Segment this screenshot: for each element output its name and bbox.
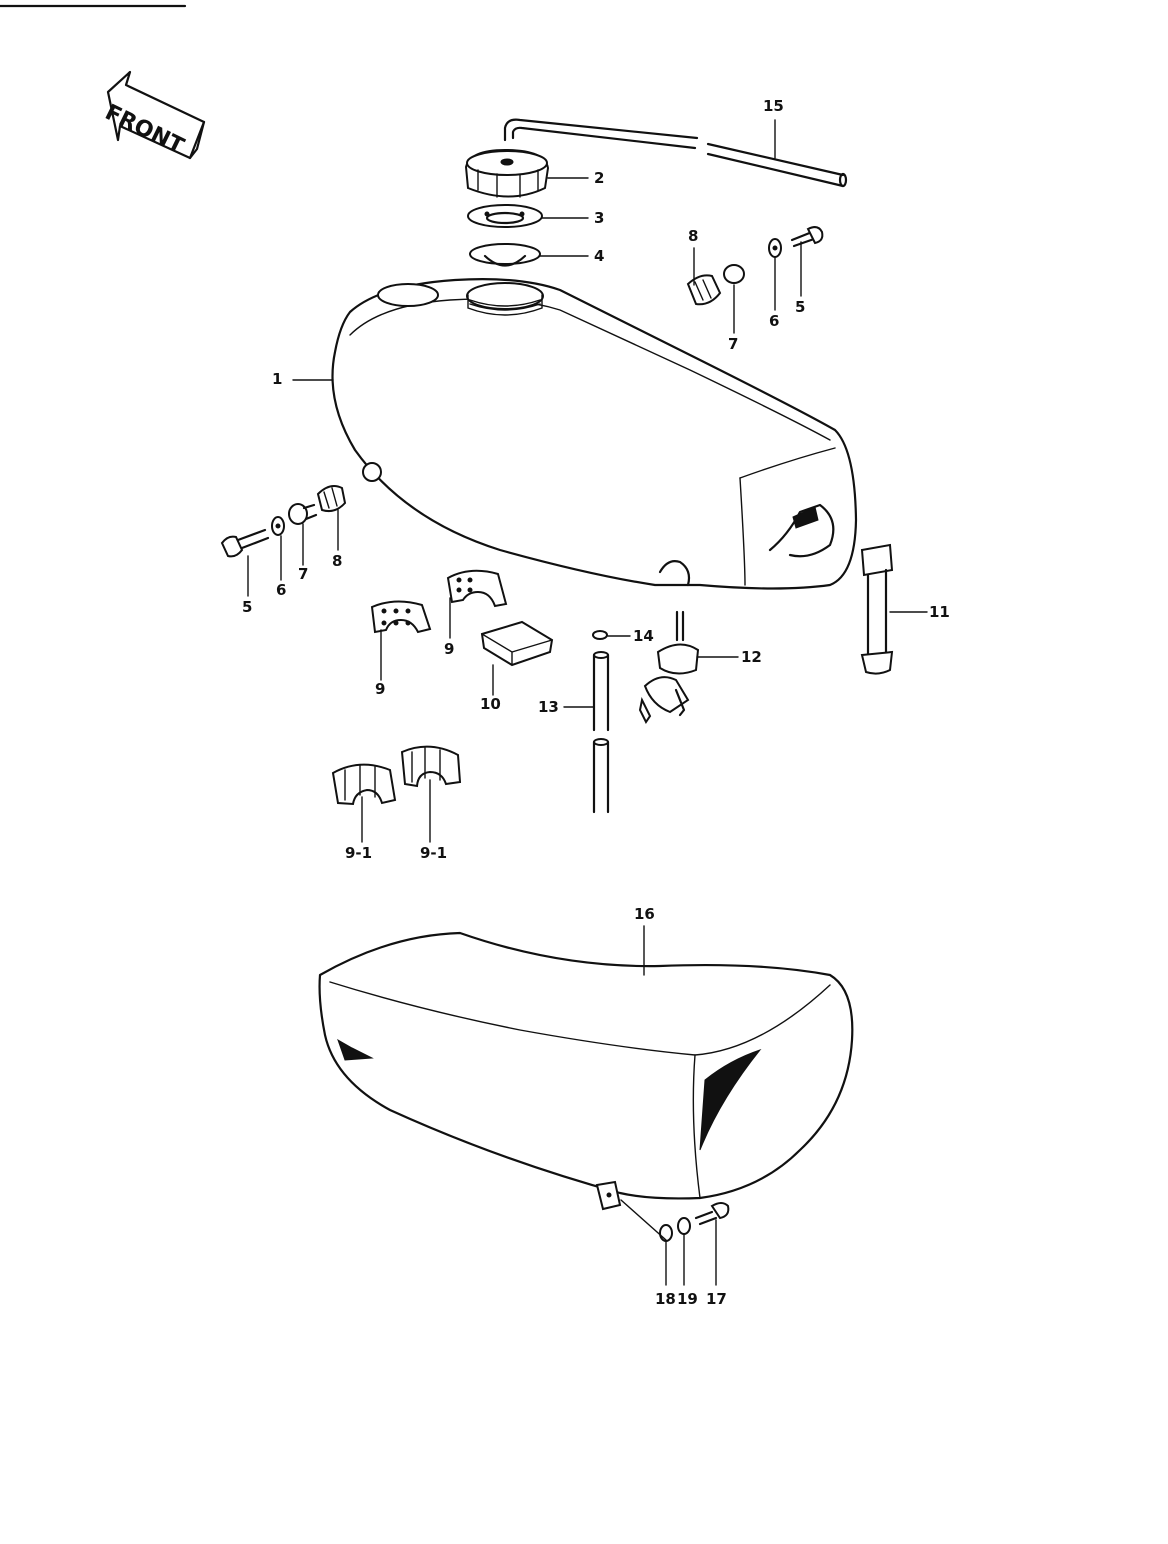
fuel-cap-drawing	[464, 148, 550, 198]
callout-9-1-a: 9-1	[345, 844, 373, 862]
leader-lines	[247, 119, 928, 1286]
callout-1: 1	[272, 370, 283, 388]
callout-16: 16	[634, 905, 655, 923]
callout-3: 3	[594, 209, 605, 227]
fuel-tank-drawing	[331, 278, 858, 590]
front-arrow-icon	[106, 70, 206, 160]
seat-drawing	[318, 931, 854, 1242]
callout-11: 11	[929, 603, 950, 621]
callout-17: 17	[706, 1290, 727, 1308]
callout-15: 15	[763, 97, 784, 115]
callout-8-upper: 8	[688, 227, 699, 245]
callout-9-b: 9	[375, 680, 386, 698]
callout-7-upper: 7	[728, 335, 739, 353]
cap-gasket-drawing	[467, 204, 543, 228]
callout-8-lower: 8	[332, 552, 343, 570]
strap-drawing	[860, 543, 894, 675]
callout-10: 10	[480, 695, 501, 713]
pad-10-drawing	[480, 620, 554, 667]
cap-seat-drawing	[469, 243, 541, 267]
callout-5-upper: 5	[795, 298, 806, 316]
callout-13: 13	[538, 698, 559, 716]
callout-14: 14	[633, 627, 654, 645]
callout-7-lower: 7	[298, 565, 309, 583]
upper-mount-parts-drawing	[686, 226, 824, 306]
callout-18: 18	[655, 1290, 676, 1308]
callout-6-upper: 6	[769, 312, 780, 330]
callout-4: 4	[594, 247, 605, 265]
callout-2: 2	[594, 169, 605, 187]
damper-9-1-drawing	[331, 745, 462, 806]
callout-6-lower: 6	[276, 581, 287, 599]
callout-9-1-b: 9-1	[420, 844, 448, 862]
callout-9-a: 9	[444, 640, 455, 658]
filter-tube-drawing	[592, 651, 610, 814]
fuel-hose-drawing	[503, 118, 848, 188]
callout-12: 12	[741, 648, 762, 666]
damper-9-drawing	[370, 569, 508, 634]
callout-5-lower: 5	[242, 598, 253, 616]
lower-mount-parts-drawing	[220, 485, 347, 558]
fuel-cock-drawing	[592, 610, 700, 724]
callout-19: 19	[677, 1290, 698, 1308]
